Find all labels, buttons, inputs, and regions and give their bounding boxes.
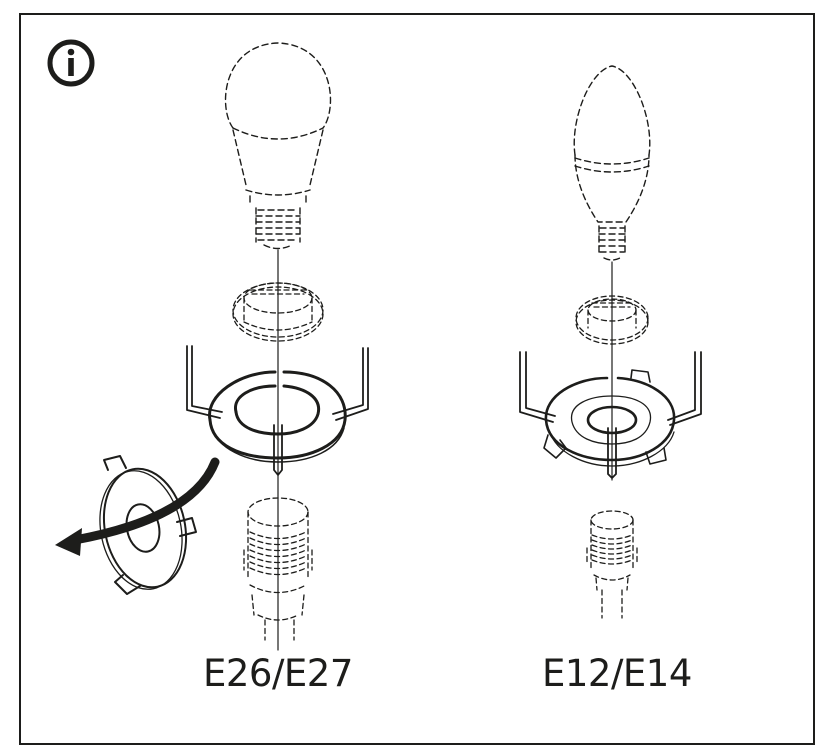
info-icon — [47, 39, 95, 87]
reducer-ring-left — [208, 370, 347, 463]
shade-ring-left — [232, 282, 324, 342]
socket-size-label-e12-e14: E12/E14 — [542, 652, 692, 695]
socket-right — [586, 510, 638, 619]
a19-bulb — [224, 42, 332, 250]
candle-bulb — [573, 65, 651, 261]
socket-size-label-e26-e27: E26/E27 — [203, 652, 353, 695]
lamp-harp-left — [186, 345, 369, 476]
removed-reducer-ring — [99, 455, 197, 595]
diagram-frame — [19, 13, 815, 745]
reducer-ring-right — [543, 369, 676, 467]
shade-ring-right — [575, 295, 649, 345]
socket-left — [243, 497, 313, 641]
curved-arrow-left-icon — [70, 457, 220, 545]
